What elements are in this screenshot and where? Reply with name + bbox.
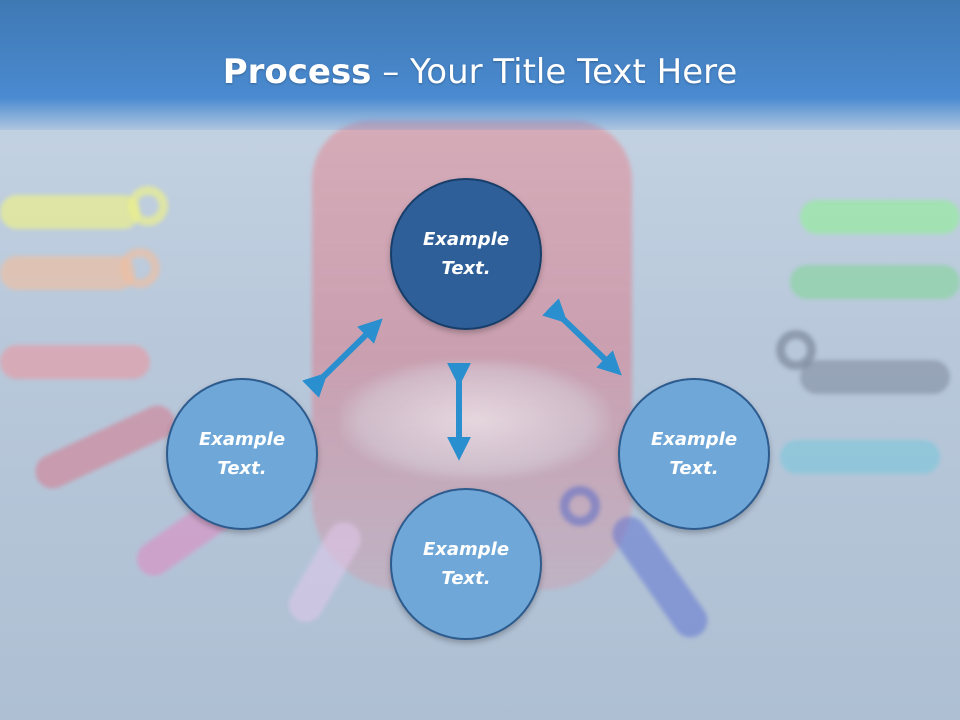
circle-right[interactable]: Example Text. (618, 378, 770, 530)
title-bold: Process (222, 52, 372, 92)
circle-bottom-text: Example Text. (422, 539, 510, 589)
elastic-red-image (0, 345, 150, 379)
circle-top-text: Example Text. (422, 229, 510, 279)
elastic-blue-image (605, 509, 715, 645)
elastic-teal-image (780, 440, 940, 474)
title-bar (0, 0, 960, 130)
ring-orange-image (120, 248, 160, 288)
circle-bottom[interactable]: Example Text. (390, 488, 542, 640)
teeth-image (340, 360, 610, 480)
circle-left[interactable]: Example Text. (166, 378, 318, 530)
ring-gray-image (776, 330, 816, 370)
elastic-yellow-image (0, 195, 140, 229)
circle-right-text: Example Text. (650, 429, 738, 479)
ring-yellow-image (128, 186, 168, 226)
ring-blue-image (560, 486, 600, 526)
circle-top[interactable]: Example Text. (390, 178, 542, 330)
elastic-gray-image (800, 360, 950, 394)
circle-left-text: Example Text. (198, 429, 286, 479)
elastic-green2-image (790, 265, 960, 299)
title-rest: – Your Title Text Here (371, 52, 738, 92)
elastic-orange-image (0, 256, 135, 290)
elastic-red2-image (29, 399, 181, 495)
elastic-green-image (800, 200, 960, 234)
slide-title[interactable]: Process – Your Title Text Here (0, 52, 960, 92)
